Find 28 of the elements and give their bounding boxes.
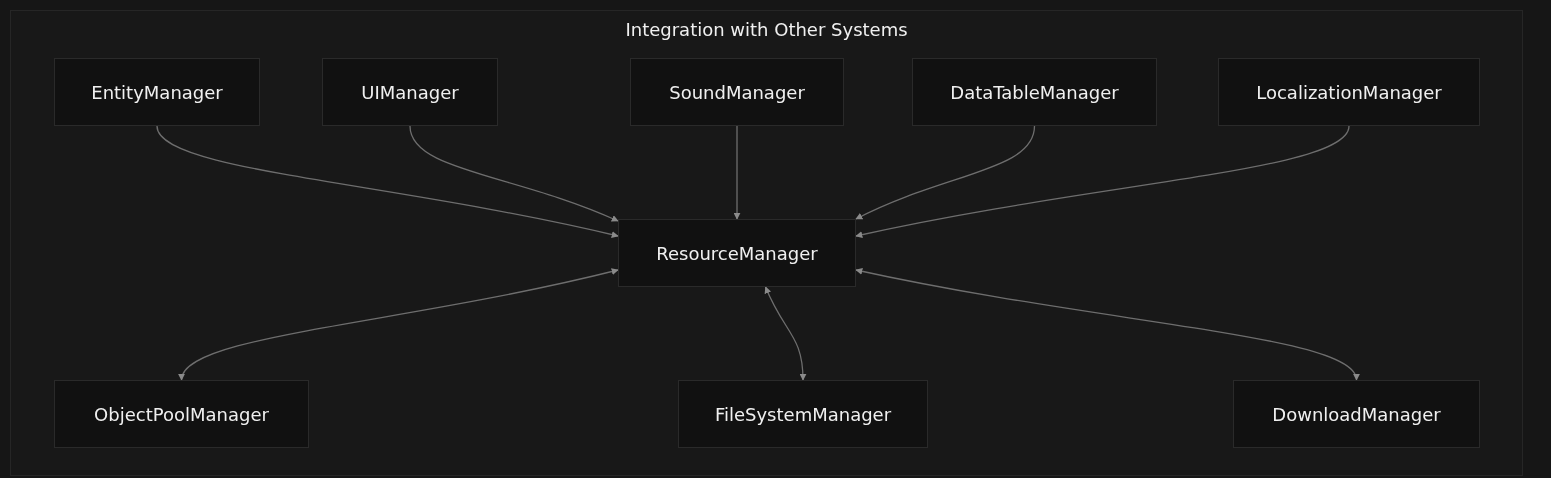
process-box (678, 380, 928, 448)
arrow (733, 125, 741, 220)
arrow (409, 125, 619, 222)
node-label: DataTableManager (950, 80, 1119, 105)
group-title: Integration with Other Systems (624, 18, 909, 42)
node-label: ObjectPoolManager (94, 402, 269, 427)
node-label: FileSystemManager (714, 402, 892, 427)
process-box (54, 58, 260, 126)
process-box (54, 380, 309, 448)
group-container (10, 10, 1523, 476)
arrow (855, 125, 1036, 220)
node-label: ResourceManager (656, 241, 818, 266)
process-box (1233, 380, 1480, 448)
arrow (855, 125, 1350, 239)
arrow (180, 268, 619, 381)
node-label: LocalizationManager (1256, 80, 1442, 105)
node-label: SoundManager (669, 80, 805, 105)
node-label: EntityManager (91, 80, 223, 105)
process-box (912, 58, 1157, 126)
arrow (764, 286, 807, 381)
process-box (1218, 58, 1480, 126)
node-label: UIManager (361, 80, 459, 105)
arrow (156, 125, 619, 239)
arrow (855, 267, 1358, 381)
node-label: DownloadManager (1272, 402, 1441, 427)
process-box (322, 58, 498, 126)
process-box (618, 219, 856, 287)
process-box (630, 58, 844, 126)
